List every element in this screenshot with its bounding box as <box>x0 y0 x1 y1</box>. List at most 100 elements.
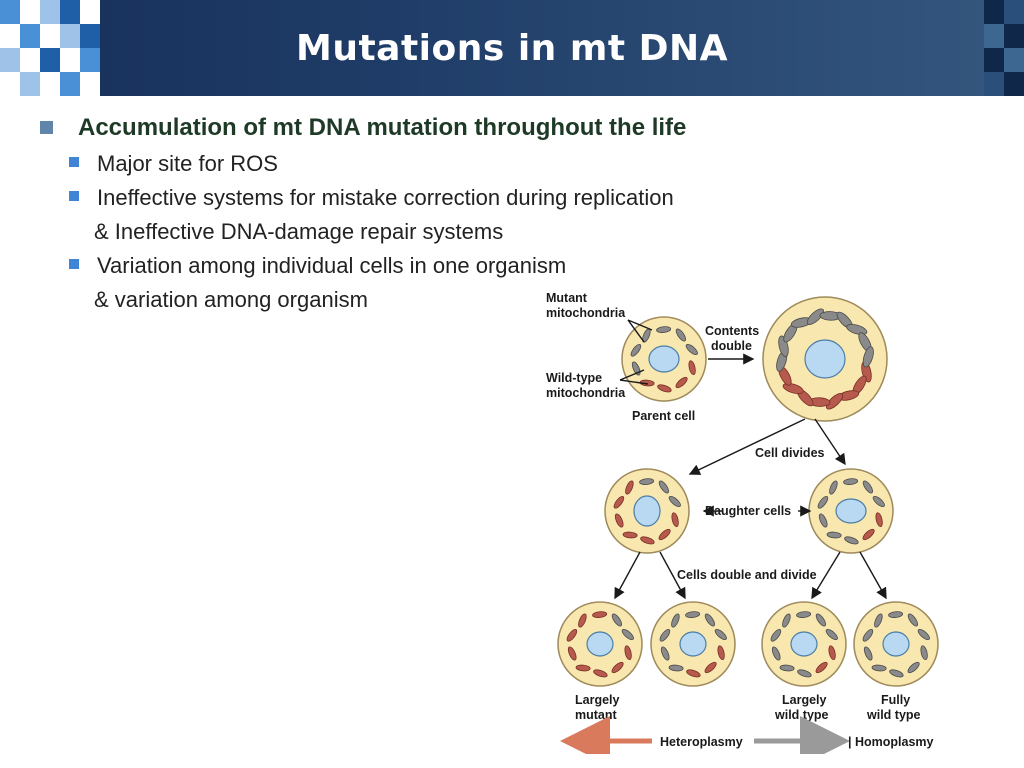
wild-type-mitochondrion <box>796 611 812 618</box>
sub-bullet-icon <box>69 259 79 269</box>
mutant-mitochondrion <box>782 382 804 395</box>
mutant-mitochondrion <box>611 661 624 674</box>
mitochondria-inheritance-diagram: Mutant mitochondria Wild-type mitochondr… <box>546 291 939 754</box>
wild-type-mitochondrion <box>685 343 698 356</box>
wild-type-mitochondrion <box>818 513 828 528</box>
wild-type-mitochondrion <box>668 495 681 508</box>
label-wild-1: Wild-type <box>546 371 602 385</box>
label-largely-wild-1: Largely <box>782 693 827 707</box>
mutant-mitochondrion <box>592 611 608 618</box>
wild-type-mitochondrion <box>671 613 680 628</box>
wild-type-mitochondrion <box>889 669 904 678</box>
mutant-mitochondrion <box>575 664 591 672</box>
mutant-mitochondrion <box>622 531 638 539</box>
mutant-mitochondrion <box>671 512 679 528</box>
cell-nucleus <box>882 631 910 657</box>
wild-type-mitochondrion <box>658 480 670 494</box>
mutant-mitochondrion <box>825 393 844 410</box>
mutant-mitochondrion <box>614 513 624 528</box>
bullet-item-ros: Major site for ROS <box>97 151 278 176</box>
mutant-mitochondrion <box>704 661 717 674</box>
mutant-mitochondrion <box>613 495 625 509</box>
wild-type-mitochondrion <box>862 480 874 494</box>
wild-type-mitochondrion <box>907 661 920 674</box>
mutant-mitochondrion <box>862 528 875 541</box>
cell-nucleus <box>804 339 846 379</box>
mutant-mitochondrion <box>578 613 587 628</box>
cell-nucleus <box>835 498 867 524</box>
mutant-mitochondrion <box>657 384 672 393</box>
bullet-item-variation-continued: & variation among organism <box>94 287 368 312</box>
wild-type-mitochondrion <box>782 613 791 628</box>
mutant-mitochondrion <box>567 646 577 661</box>
mutant-mitochondrion <box>686 669 701 678</box>
mutant-mitochondrion <box>875 512 883 528</box>
label-heteroplasmy: Heteroplasmy <box>660 735 743 749</box>
wild-type-mitochondrion <box>874 613 883 628</box>
mutant-mitochondrion <box>815 661 828 674</box>
label-largely-mutant-2: mutant <box>575 708 618 722</box>
label-fully-wild-1: Fully <box>881 693 910 707</box>
label-largely-mutant-1: Largely <box>575 693 620 707</box>
wild-type-mitochondrion <box>797 669 812 678</box>
wild-type-mitochondrion <box>871 664 887 672</box>
wild-type-mitochondrion <box>863 646 873 661</box>
cell-daughter-left <box>604 468 690 554</box>
wild-type-mitochondrion <box>656 326 672 333</box>
wild-type-mitochondrion <box>668 664 684 672</box>
label-mutant-1: Mutant <box>546 291 588 305</box>
label-homoplasmy: | Homoplasmy <box>848 735 934 749</box>
slide-title: Mutations in mt DNA <box>296 27 728 69</box>
label-contents-1: Contents <box>705 324 759 338</box>
cell-nucleus <box>586 631 614 657</box>
label-cell-divides: Cell divides <box>755 446 825 460</box>
mutant-mitochondrion <box>675 376 688 389</box>
label-contents-2: double <box>711 339 752 353</box>
wild-type-mitochondrion <box>771 646 781 661</box>
wild-type-mitochondrion <box>920 645 928 661</box>
bullet-item-variation: Variation among individual cells in one … <box>97 253 567 278</box>
wild-type-mitochondrion <box>844 536 859 545</box>
wild-type-mitochondrion <box>675 328 687 342</box>
wild-type-mitochondrion <box>806 308 825 325</box>
bullet-item-correction: Ineffective systems for mistake correcti… <box>97 185 674 210</box>
wild-type-mitochondrion <box>611 613 623 627</box>
wild-type-mitochondrion <box>826 531 842 539</box>
sub-bullet-icon <box>69 157 79 167</box>
wild-type-mitochondrion <box>704 613 716 627</box>
wild-type-mitochondrion <box>779 664 795 672</box>
wild-type-mitochondrion <box>685 611 701 618</box>
cell-grand-2 <box>650 601 736 687</box>
cell-daughter-right <box>808 468 894 554</box>
diagram-arrows <box>614 319 887 600</box>
sub-bullet-icon <box>69 191 79 201</box>
wild-type-mitochondrion <box>907 613 919 627</box>
wild-type-mitochondrion <box>829 480 838 495</box>
wild-type-mitochondrion <box>862 346 874 368</box>
mutant-mitochondrion <box>566 628 578 642</box>
wild-type-mitochondrion <box>621 628 634 641</box>
wild-type-mitochondrion <box>917 628 930 641</box>
figure-labels: Mutant mitochondria Wild-type mitochondr… <box>546 291 934 754</box>
wild-type-mitochondrion <box>815 613 827 627</box>
mutant-mitochondrion <box>717 645 725 661</box>
mutant-mitochondrion <box>658 528 671 541</box>
mutant-mitochondrion <box>828 645 836 661</box>
cell-nucleus <box>679 631 707 657</box>
wild-type-mitochondrion <box>846 323 868 336</box>
wild-type-mitochondrion <box>825 628 838 641</box>
label-parent-cell: Parent cell <box>632 409 695 423</box>
cells-layer <box>557 296 939 687</box>
cell-nucleus <box>648 345 680 373</box>
wild-type-mitochondrion <box>714 628 727 641</box>
wild-type-mitochondrion <box>630 343 642 357</box>
wild-type-mitochondrion <box>817 495 829 509</box>
cell-nucleus <box>790 631 818 657</box>
wild-type-mitochondrion <box>862 628 874 642</box>
wild-type-mitochondrion <box>888 611 904 618</box>
cell-grand-4 <box>853 601 939 687</box>
wild-type-mitochondrion <box>872 495 885 508</box>
label-daughter-cells: Daughter cells <box>705 504 791 518</box>
label-largely-wild-2: wild type <box>774 708 829 722</box>
mutant-mitochondrion <box>625 480 634 495</box>
